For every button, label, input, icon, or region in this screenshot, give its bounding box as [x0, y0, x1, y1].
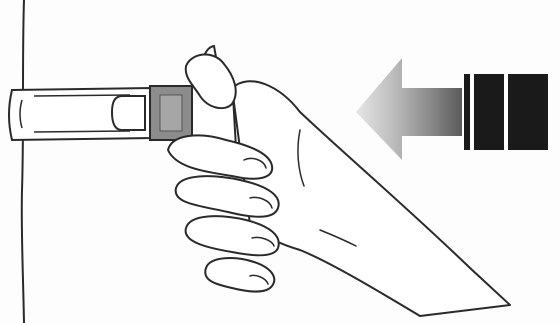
push-arrow-icon: [356, 58, 548, 160]
surface-line: [22, 0, 24, 323]
